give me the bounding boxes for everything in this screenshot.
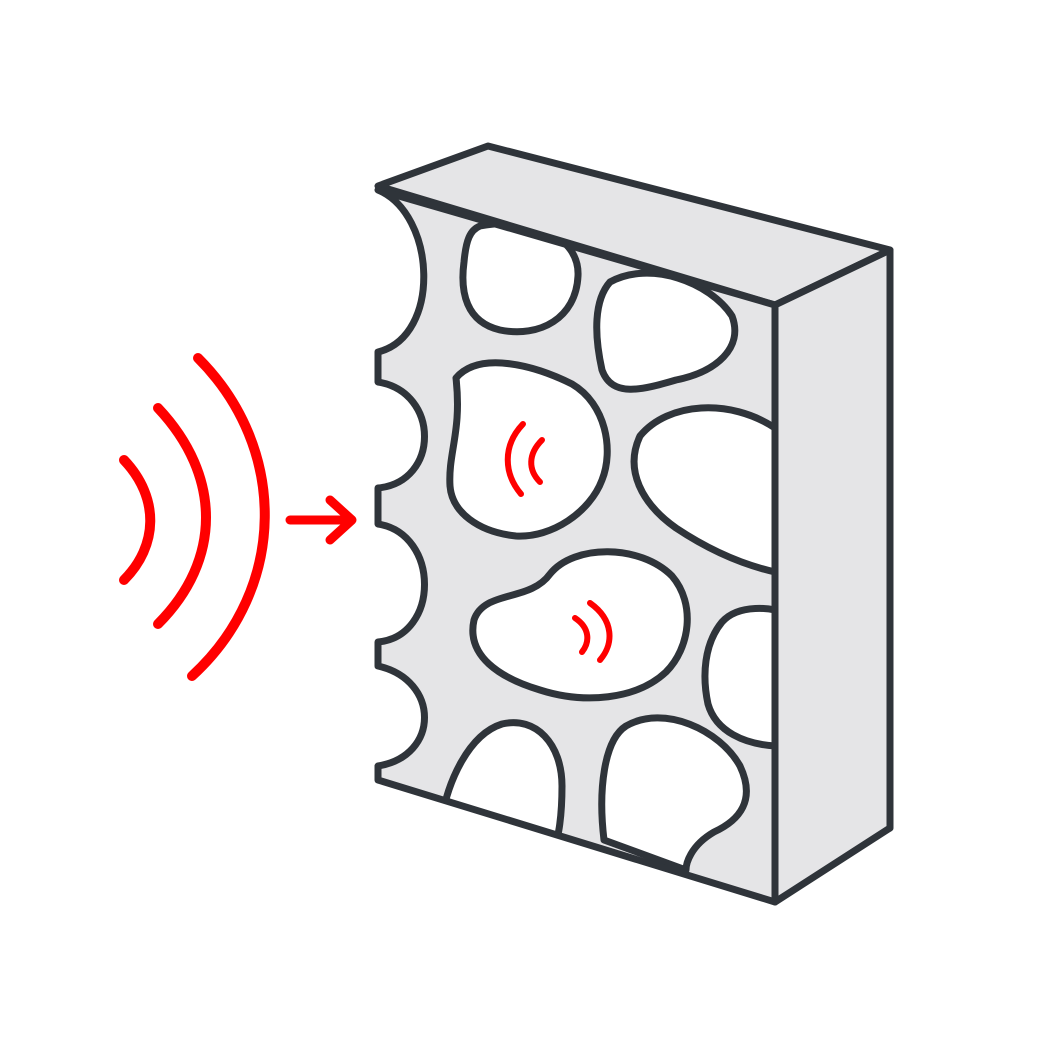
internal-reflection-waves	[504, 421, 613, 663]
arrow-right-icon	[285, 495, 357, 545]
internal-wave-lower-outer	[587, 600, 613, 663]
panel-side-face	[771, 246, 894, 906]
pore	[446, 359, 611, 540]
porous-absorber-panel	[374, 142, 894, 906]
panel-front-outline	[374, 186, 779, 906]
arrow-head	[325, 495, 357, 545]
pore	[630, 404, 775, 576]
sound-wave-small	[119, 455, 156, 585]
internal-wave-upper-outer	[504, 421, 526, 497]
internal-wave-lower-inner	[572, 615, 591, 655]
sound-wave-medium	[153, 403, 211, 629]
pore	[701, 605, 775, 750]
sound-waves-icon	[119, 353, 270, 681]
pore	[598, 714, 750, 874]
internal-wave-upper-inner	[528, 437, 545, 485]
sound-wave-large	[187, 353, 270, 681]
